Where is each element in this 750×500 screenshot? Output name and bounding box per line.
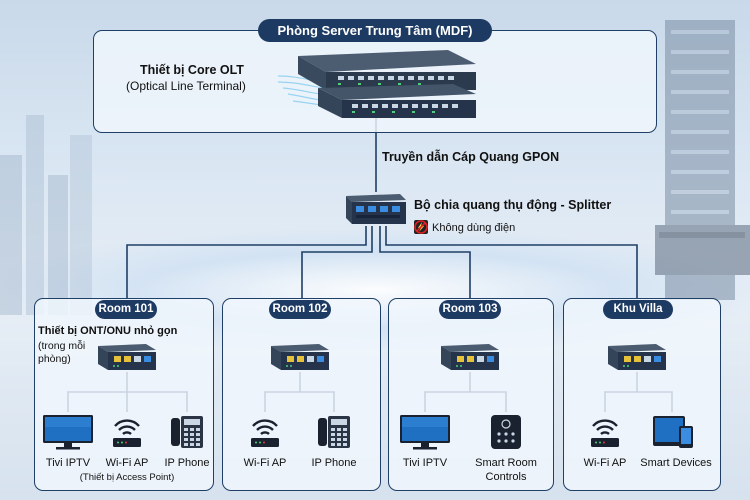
ont-note: Thiết bị ONT/ONU nhỏ gọn: [38, 325, 177, 337]
no-power-icon: [413, 219, 429, 235]
ont-device-room-101: [94, 338, 160, 374]
device-label-line2: Controls: [469, 471, 543, 483]
device-label: Smart Devices: [636, 457, 716, 469]
device-label: Tivi IPTV: [395, 457, 455, 469]
gpon-link-label: Truyền dẫn Cáp Quang GPON: [382, 150, 559, 164]
ip-phone-icon: [316, 414, 352, 450]
room-101-title: Room 101: [95, 300, 157, 319]
tv-icon: [399, 414, 451, 450]
olt-switch-icon: [278, 46, 478, 126]
wifi-router-icon: [587, 414, 623, 450]
device-label: IP Phone: [157, 457, 217, 469]
ont-note-line2: (trong mỗi: [38, 340, 85, 352]
mdf-title: Phòng Server Trung Tâm (MDF): [258, 19, 492, 42]
smart-devices-icon: [651, 414, 695, 450]
device-label: Tivi IPTV: [38, 457, 98, 469]
villa-title: Khu Villa: [603, 300, 673, 319]
device-label: Smart Room: [469, 457, 543, 469]
wifi-router-icon: [109, 414, 145, 450]
device-label: Wi-Fi AP: [235, 457, 295, 469]
olt-subtitle: (Optical Line Terminal): [126, 79, 246, 93]
device-label: Wi-Fi AP: [97, 457, 157, 469]
ont-device-room-103: [437, 338, 503, 374]
ont-device-villa: [604, 338, 670, 374]
splitter-name: Bộ chia quang thụ động - Splitter: [414, 198, 611, 212]
olt-name: Thiết bị Core OLT: [140, 63, 244, 77]
room-103-title: Room 103: [439, 300, 501, 319]
device-sublabel: (Thiết bị Access Point): [73, 472, 181, 483]
ont-note-line3: phòng): [38, 353, 71, 365]
device-label: IP Phone: [304, 457, 364, 469]
tv-icon: [42, 414, 94, 450]
no-power-note: Không dùng điện: [432, 222, 515, 234]
device-label: Wi-Fi AP: [575, 457, 635, 469]
room-102-title: Room 102: [269, 300, 331, 319]
smart-controller-icon: [488, 414, 524, 450]
splitter-icon: [344, 188, 408, 228]
ont-device-room-102: [267, 338, 333, 374]
wifi-router-icon: [247, 414, 283, 450]
ip-phone-icon: [169, 414, 205, 450]
